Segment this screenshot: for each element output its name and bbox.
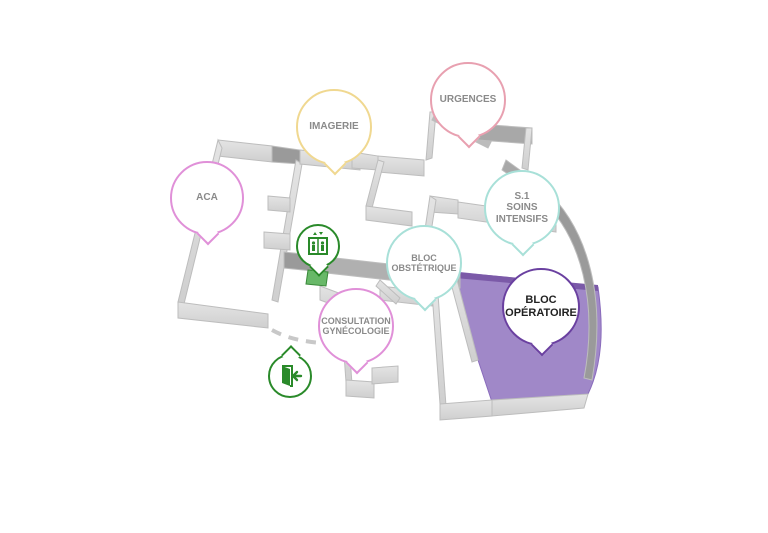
pin-label: CONSULTATION GYNÉCOLOGIE xyxy=(321,315,391,336)
pin-label: URGENCES xyxy=(439,94,497,106)
pin-soins-intensifs[interactable]: S.1 SOINS INTENSIFS xyxy=(484,170,560,246)
pin-bloc-obstetrique[interactable]: BLOC OBSTÉTRIQUE xyxy=(386,225,462,301)
elevator-icon xyxy=(308,232,328,255)
entrance-icon xyxy=(282,365,303,387)
pin-bloc-operatoire[interactable]: BLOC OPÉRATOIRE xyxy=(502,268,580,346)
pin-label: IMAGERIE xyxy=(309,121,359,133)
pin-label: S.1 SOINS INTENSIFS xyxy=(495,190,549,225)
entrance-pin[interactable] xyxy=(268,354,312,398)
pin-label: ACA xyxy=(196,192,218,204)
pin-aca[interactable]: ACA xyxy=(170,161,244,235)
pin-label: BLOC OBSTÉTRIQUE xyxy=(391,252,457,273)
elevator-pin[interactable] xyxy=(296,224,340,268)
pin-imagerie[interactable]: IMAGERIE xyxy=(296,89,372,165)
pin-urgences[interactable]: URGENCES xyxy=(430,62,506,138)
pin-consultation-gynecologie[interactable]: CONSULTATION GYNÉCOLOGIE xyxy=(318,288,394,364)
pin-label: BLOC OPÉRATOIRE xyxy=(505,294,577,319)
